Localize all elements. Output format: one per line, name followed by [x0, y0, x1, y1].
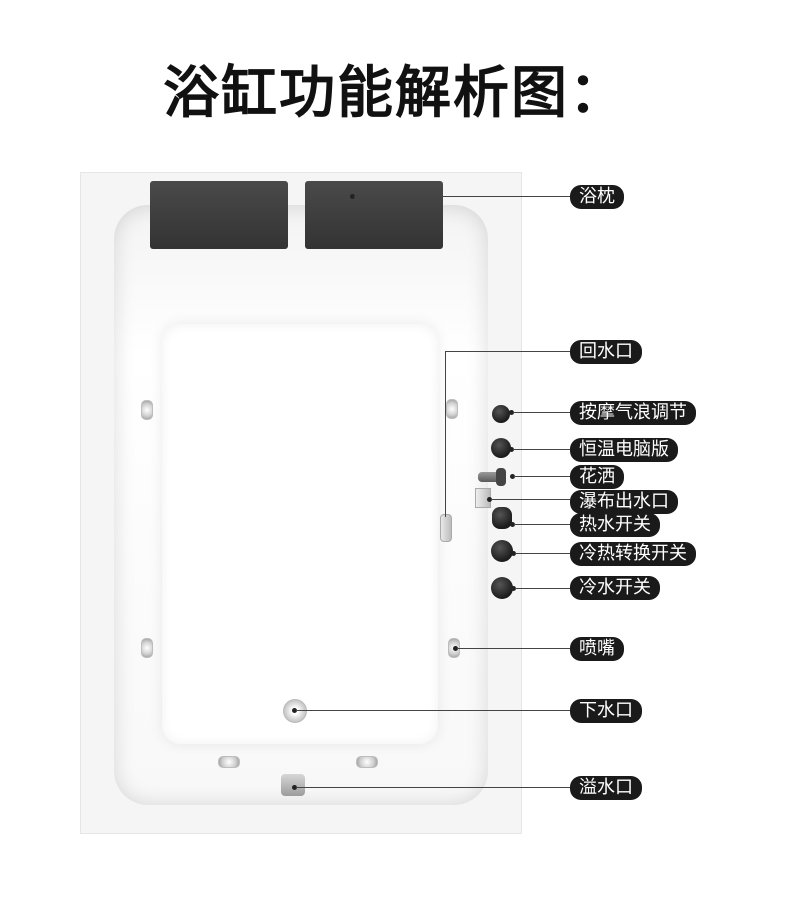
return-port-icon [440, 514, 452, 542]
label-drain: 下水口 [570, 699, 642, 723]
side-jet-icon [446, 399, 458, 419]
leader-line [457, 648, 570, 649]
leader-line [354, 196, 570, 197]
label-cold-water-switch: 冷水开关 [570, 576, 660, 600]
label-overflow: 溢水口 [570, 776, 642, 800]
leader-dot [292, 785, 297, 790]
massage-knob-icon [492, 405, 510, 423]
floor-jet-icon [356, 756, 378, 768]
thermostat-knob-icon [491, 438, 511, 458]
leader-line [513, 449, 570, 450]
hot-cold-knob-icon [491, 540, 513, 562]
right-pillow [305, 181, 443, 249]
leader-dot [510, 522, 515, 527]
page-title: 浴缸功能解析图： [163, 61, 627, 126]
label-hot-water-switch: 热水开关 [570, 513, 660, 537]
leader-line [296, 787, 570, 788]
cold-water-knob-icon [491, 577, 513, 599]
leader-dot [487, 497, 492, 502]
shower-icon [478, 472, 504, 482]
leader-line [445, 351, 446, 517]
leader-line [513, 412, 570, 413]
label-massage-adjust: 按摩气浪调节 [570, 401, 696, 425]
leader-dot [509, 447, 514, 452]
leader-dot [292, 708, 297, 713]
leader-dot [510, 474, 515, 479]
floor-jet-icon [218, 756, 240, 768]
bathtub-floor [162, 324, 438, 744]
hot-water-knob-icon [492, 507, 512, 529]
leader-line [491, 499, 570, 500]
leader-line [515, 588, 570, 589]
leader-dot [509, 410, 514, 415]
label-hot-cold-switch: 冷热转换开关 [570, 542, 696, 566]
leader-dot [453, 646, 458, 651]
label-shower: 花洒 [570, 465, 624, 489]
side-jet-icon [141, 400, 153, 420]
leader-line [514, 524, 570, 525]
leader-dot [511, 586, 516, 591]
leader-line [445, 351, 570, 352]
leader-dot [511, 551, 516, 556]
side-jet-icon [141, 638, 153, 658]
label-thermostat-panel: 恒温电脑版 [570, 438, 678, 462]
shower-head-icon [496, 468, 506, 486]
label-pillow: 浴枕 [570, 185, 624, 209]
label-return-port: 回水口 [570, 340, 642, 364]
left-pillow [150, 181, 288, 249]
leader-line [514, 476, 570, 477]
label-nozzle: 喷嘴 [570, 637, 624, 661]
label-waterfall-outlet: 瀑布出水口 [570, 490, 678, 514]
leader-line [296, 710, 570, 711]
leader-dot [350, 194, 355, 199]
leader-line [515, 553, 570, 554]
